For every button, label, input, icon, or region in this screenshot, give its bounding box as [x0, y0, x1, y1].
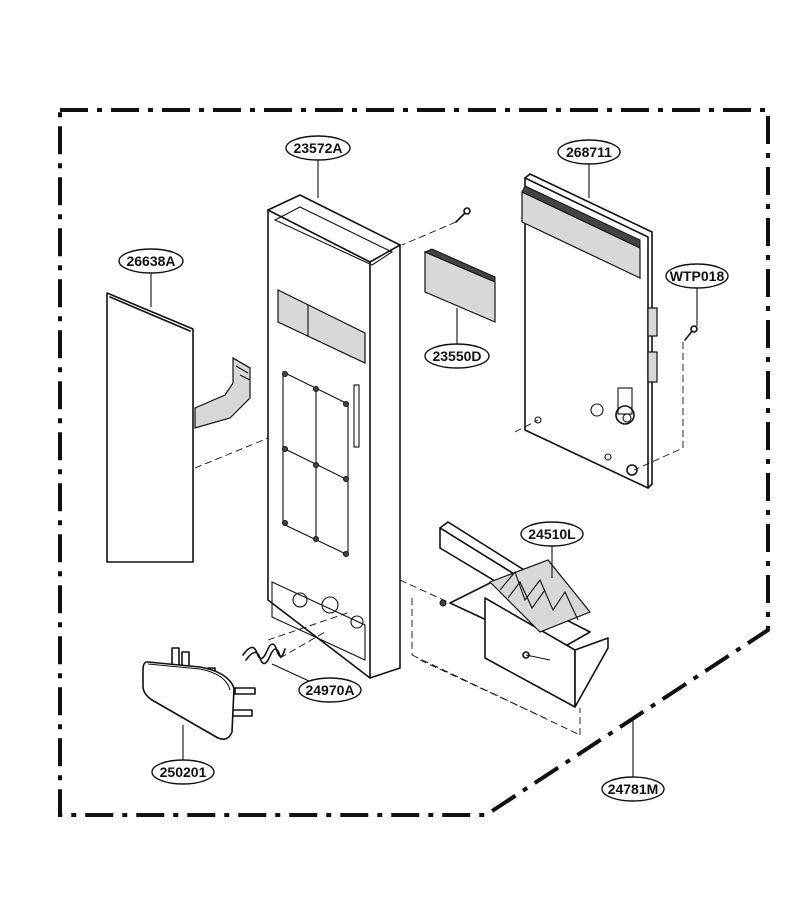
callout-spring: 24970A: [298, 677, 362, 703]
callout-pcb-assembly: 268711: [557, 139, 621, 165]
callout-control-panel: 23572A: [285, 135, 351, 161]
membrane-switch-part: [106, 292, 301, 563]
label-window: 23550D: [432, 348, 481, 364]
label-door-button: 250201: [160, 764, 207, 780]
callout-frame: 24781M: [601, 776, 665, 802]
label-pcb-assembly: 268711: [566, 144, 612, 160]
label-control-panel: 23572A: [293, 140, 342, 156]
control-panel-part: [267, 194, 401, 679]
panel-screw: [401, 207, 471, 246]
spring-part: [242, 631, 326, 665]
callout-screw: WTP018: [665, 263, 729, 289]
callout-window: 23550D: [424, 343, 490, 369]
callout-membrane-switch: 26638A: [118, 248, 184, 274]
alignment-guides: [399, 579, 581, 736]
label-latch-lever: 24510L: [528, 526, 576, 542]
label-frame: 24781M: [608, 781, 659, 797]
callout-latch-lever: 24510L: [520, 521, 584, 547]
screw-part: [633, 325, 698, 471]
door-button-part: [142, 647, 256, 740]
label-spring: 24970A: [305, 682, 354, 698]
label-membrane-switch: 26638A: [126, 253, 175, 269]
callout-door-button: 250201: [151, 759, 215, 785]
window-part: [423, 248, 496, 323]
latch-lever-part: [439, 521, 609, 708]
pcb-assembly-part: [514, 173, 658, 489]
assembly-boundary: [58, 108, 770, 817]
label-screw: WTP018: [670, 268, 725, 284]
callout-leaders: [150, 160, 698, 777]
